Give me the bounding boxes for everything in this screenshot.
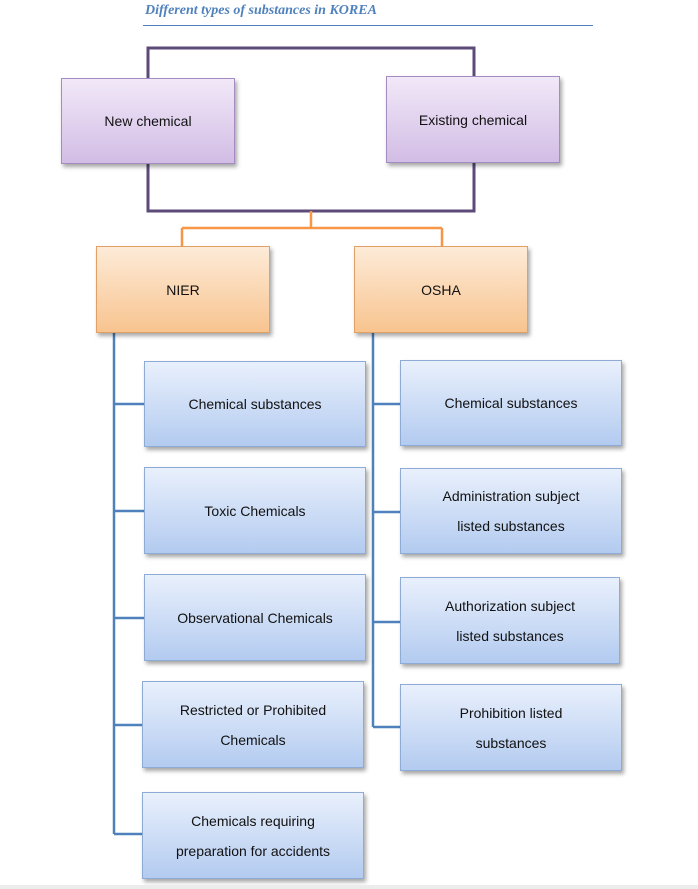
osha-item-prohibition-listed: Prohibition listed substances [400, 684, 622, 771]
page-bottom-edge [0, 885, 698, 889]
osha-item-label: Administration subject listed substances [442, 488, 580, 534]
existing-chemical-box: Existing chemical [386, 76, 560, 163]
nier-item-accident-preparation: Chemicals requiring preparation for acci… [142, 792, 364, 879]
osha-box: OSHA [354, 246, 528, 333]
nier-item-restricted-prohibited: Restricted or Prohibited Chemicals [142, 681, 364, 768]
osha-item-label: Chemical substances [444, 395, 578, 411]
nier-item-chemical-substances: Chemical substances [144, 361, 366, 447]
nier-item-label: Chemicals requiring preparation for acci… [175, 812, 331, 859]
osha-item-administration-subject: Administration subject listed substances [400, 468, 622, 554]
nier-item-label: Chemical substances [188, 396, 322, 412]
new-chemical-box: New chemical [61, 78, 235, 164]
existing-chemical-label: Existing chemical [418, 111, 528, 128]
osha-item-chemical-substances: Chemical substances [400, 360, 622, 446]
osha-item-label: Prohibition listed substances [459, 704, 563, 751]
osha-item-authorization-subject: Authorization subject listed substances [400, 577, 620, 664]
title-underline [143, 25, 593, 26]
osha-item-label: Authorization subject listed substances [445, 597, 575, 644]
purple-bracket [146, 46, 476, 78]
nier-tree [112, 333, 144, 836]
new-chemical-label: New chemical [104, 113, 192, 129]
nier-label: NIER [166, 281, 200, 298]
osha-label: OSHA [421, 281, 461, 298]
nier-box: NIER [96, 246, 270, 333]
orange-connector [180, 211, 444, 246]
nier-item-label: Toxic Chemicals [204, 502, 306, 519]
nier-item-label: Observational Chemicals [177, 609, 333, 626]
diagram-title: Different types of substances in KOREA [145, 3, 377, 18]
osha-tree [371, 333, 400, 729]
nier-item-toxic-chemicals: Toxic Chemicals [144, 467, 366, 554]
purple-bracket-bottom [146, 163, 476, 213]
nier-item-label: Restricted or Prohibited Chemicals [179, 701, 327, 748]
nier-item-observational-chemicals: Observational Chemicals [144, 574, 366, 661]
